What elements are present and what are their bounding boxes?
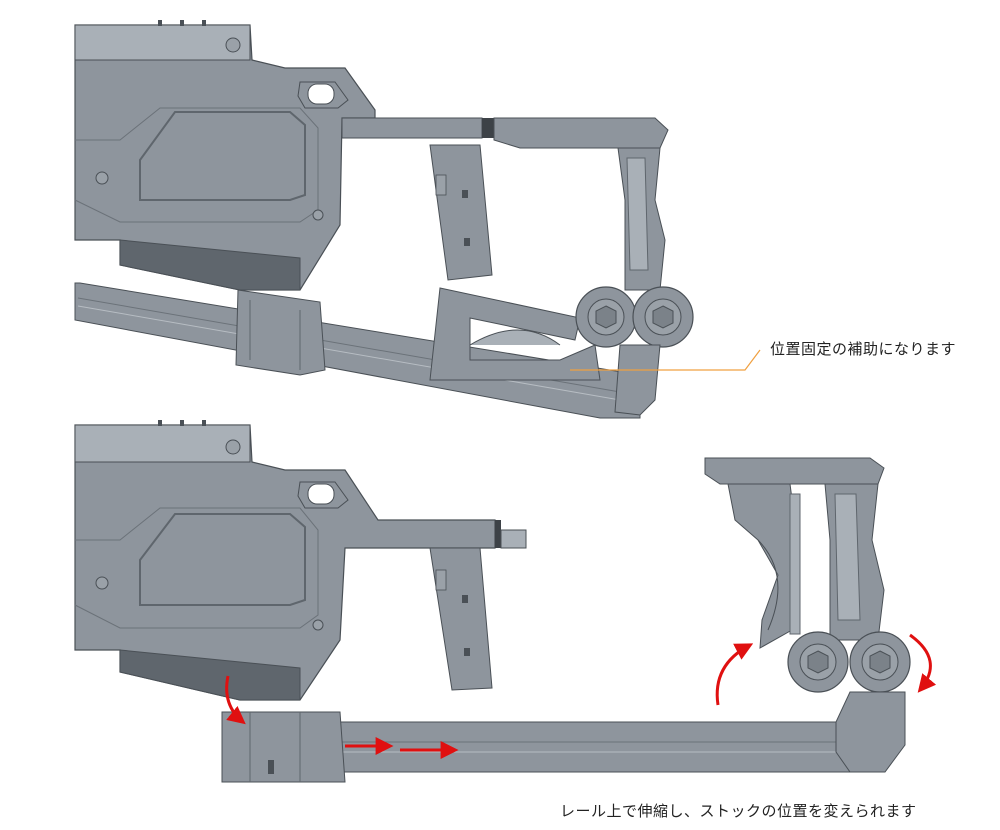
top-callout-label: 位置固定の補助になります xyxy=(770,340,957,358)
stock-unfold-arrow-left xyxy=(715,643,754,706)
top-rail-clamp xyxy=(235,289,326,376)
top-stock xyxy=(429,117,694,416)
top-rifle-assembly xyxy=(74,20,761,419)
top-rail xyxy=(74,282,641,419)
top-side-panel xyxy=(139,111,306,201)
top-grip xyxy=(429,144,493,281)
clamp-rotate-arrow xyxy=(225,675,246,725)
bottom-rifle-assembly xyxy=(74,420,937,783)
bottom-stock xyxy=(704,457,911,773)
bottom-side-panel xyxy=(139,513,306,606)
bottom-rail-clamp xyxy=(221,711,346,783)
bottom-caption-label: レール上で伸縮し、ストックの位置を変えられます xyxy=(560,802,917,820)
top-screw xyxy=(225,37,241,53)
bottom-grip xyxy=(429,547,493,691)
top-callout-leader xyxy=(570,349,761,371)
stock-unfold-arrow-right xyxy=(909,633,937,693)
